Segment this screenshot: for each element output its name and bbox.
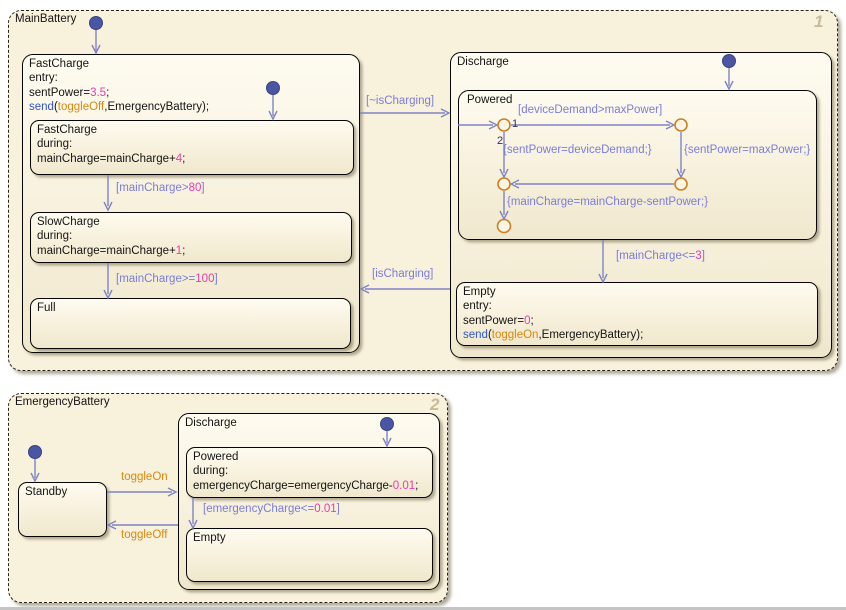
code-line: send(toggleOn,EmergencyBattery); <box>463 328 643 342</box>
state-empty-emergency-text: Empty <box>193 531 226 545</box>
condition-text: ] <box>201 182 205 194</box>
transition-label-maincharge-lte-3[interactable]: [mainCharge<=3] <box>616 250 705 262</box>
state-title: Empty <box>193 532 226 544</box>
state-title: Empty <box>463 286 496 298</box>
state-discharge-emergency-text: Discharge <box>185 416 237 430</box>
state-title: Full <box>37 302 56 314</box>
transition-label-sentpower-devicedemand[interactable]: {sentPower=deviceDemand;} <box>503 144 652 156</box>
state-title: SlowCharge <box>37 216 100 228</box>
entry-keyword: entry: <box>29 72 58 85</box>
code-text: ,EmergencyBattery); <box>538 328 644 341</box>
code-text: mainCharge=mainCharge+ <box>37 152 176 165</box>
transition-label-emergencycharge-lte[interactable]: [emergencyCharge<=0.01] <box>203 503 340 515</box>
during-keyword: during: <box>37 138 73 151</box>
send-keyword: send <box>463 328 488 341</box>
transition-label-ischarging[interactable]: [isCharging] <box>372 268 434 280</box>
state-fastcharge-inner[interactable]: FastCharge during: mainCharge=mainCharge… <box>30 120 354 175</box>
state-slowcharge[interactable]: SlowCharge during: mainCharge=mainCharge… <box>30 212 352 263</box>
condition-number: 80 <box>188 182 202 194</box>
state-full[interactable]: Full <box>30 298 351 349</box>
transition-label-maincharge-gt-80[interactable]: [mainCharge>80] <box>116 182 205 194</box>
condition-number: 0.01 <box>314 503 337 515</box>
state-title: Discharge <box>185 417 237 429</box>
code-text: ; <box>106 86 110 99</box>
condition-text: [mainCharge> <box>116 182 189 194</box>
condition-number: 100 <box>195 273 215 285</box>
transition-priority-2: 2 <box>497 135 504 147</box>
chart-emergencybattery-badge: 2 <box>430 395 440 414</box>
code-text: mainCharge=mainCharge+ <box>37 244 176 257</box>
transition-label-sentpower-maxpower[interactable]: {sentPower=maxPower;} <box>684 144 811 156</box>
code-text: ,EmergencyBattery); <box>104 100 210 113</box>
condition-text: [mainCharge<= <box>616 250 696 262</box>
code-text: ; <box>415 479 419 492</box>
condition-text: [emergencyCharge<= <box>203 503 315 515</box>
during-keyword: during: <box>37 230 73 243</box>
code-text: emergencyCharge=emergencyCharge- <box>193 479 393 492</box>
during-keyword: during: <box>193 465 229 478</box>
code-line: sentPower=3.5; <box>29 86 209 100</box>
state-fastcharge-inner-text: FastCharge during: mainCharge=mainCharge… <box>37 123 185 166</box>
state-slowcharge-text: SlowCharge during: mainCharge=mainCharge… <box>37 215 185 258</box>
condition-text: ] <box>336 503 340 515</box>
code-line: send(toggleOff,EmergencyBattery); <box>29 100 209 114</box>
state-empty-main[interactable]: Empty entry: sentPower=0; send(toggleOn,… <box>456 282 818 346</box>
chart-emergencybattery-title: EmergencyBattery <box>15 396 110 408</box>
condition-number: 3 <box>695 250 702 262</box>
transition-label-notcharging[interactable]: [~isCharging] <box>366 95 435 107</box>
entry-keyword: entry: <box>463 300 492 313</box>
state-powered-main-text: Powered <box>467 93 512 107</box>
state-powered-emergency-text: Powered during: emergencyCharge=emergenc… <box>193 450 418 493</box>
transition-priority-1: 1 <box>512 118 519 130</box>
code-number: 3.5 <box>90 86 107 99</box>
code-line: emergencyCharge=emergencyCharge-0.01; <box>193 479 418 493</box>
state-powered-emergency[interactable]: Powered during: emergencyCharge=emergenc… <box>186 447 433 498</box>
transition-label-toggleoff[interactable]: toggleOff <box>121 529 168 541</box>
code-text: sentPower= <box>463 314 525 327</box>
code-number: 0 <box>524 314 531 327</box>
code-text: sentPower= <box>29 86 91 99</box>
code-number: 0.01 <box>392 479 416 492</box>
code-text: ; <box>530 314 534 327</box>
event-name: toggleOn <box>491 328 539 341</box>
state-discharge-main-text: Discharge <box>457 55 509 69</box>
transition-label-maincharge-minus-sentpower[interactable]: {mainCharge=mainCharge-sentPower;} <box>507 196 709 208</box>
state-title: Powered <box>193 451 239 463</box>
state-title: FastCharge <box>29 58 90 70</box>
event-name: toggleOff <box>57 100 105 113</box>
condition-text: ] <box>701 250 705 262</box>
code-number: 4 <box>175 152 183 165</box>
state-empty-emergency[interactable]: Empty <box>186 528 433 582</box>
state-powered-main[interactable]: Powered <box>458 90 817 240</box>
send-keyword: send <box>29 100 54 113</box>
window-bottom-edge <box>0 607 846 610</box>
state-standby-text: Standby <box>25 485 67 499</box>
transition-label-toggleon[interactable]: toggleOn <box>121 471 168 483</box>
condition-text: ] <box>214 273 218 285</box>
transition-label-maincharge-gte-100[interactable]: [mainCharge>=100] <box>116 273 218 285</box>
code-text: ; <box>182 152 186 165</box>
state-title: FastCharge <box>37 124 98 136</box>
code-line: sentPower=0; <box>463 314 643 328</box>
state-empty-main-text: Empty entry: sentPower=0; send(toggleOn,… <box>463 285 643 342</box>
state-title: Discharge <box>457 56 509 68</box>
transition-label-devicedemand[interactable]: [deviceDemand>maxPower] <box>518 104 663 116</box>
code-line: mainCharge=mainCharge+1; <box>37 244 185 258</box>
state-fastcharge-outer-text: FastCharge entry: sentPower=3.5; send(to… <box>29 57 209 114</box>
state-standby[interactable]: Standby <box>18 482 107 537</box>
state-full-text: Full <box>37 301 56 315</box>
condition-text: [mainCharge>= <box>116 273 196 285</box>
code-text: ( <box>53 100 58 113</box>
code-line: mainCharge=mainCharge+4; <box>37 152 185 166</box>
code-number: 1 <box>175 244 183 257</box>
state-title: Powered <box>467 94 513 106</box>
chart-mainbattery-title: MainBattery <box>15 13 77 25</box>
code-text: ; <box>182 244 186 257</box>
code-text: ( <box>487 328 492 341</box>
state-title: Standby <box>25 486 68 498</box>
chart-mainbattery-badge: 1 <box>814 12 824 31</box>
